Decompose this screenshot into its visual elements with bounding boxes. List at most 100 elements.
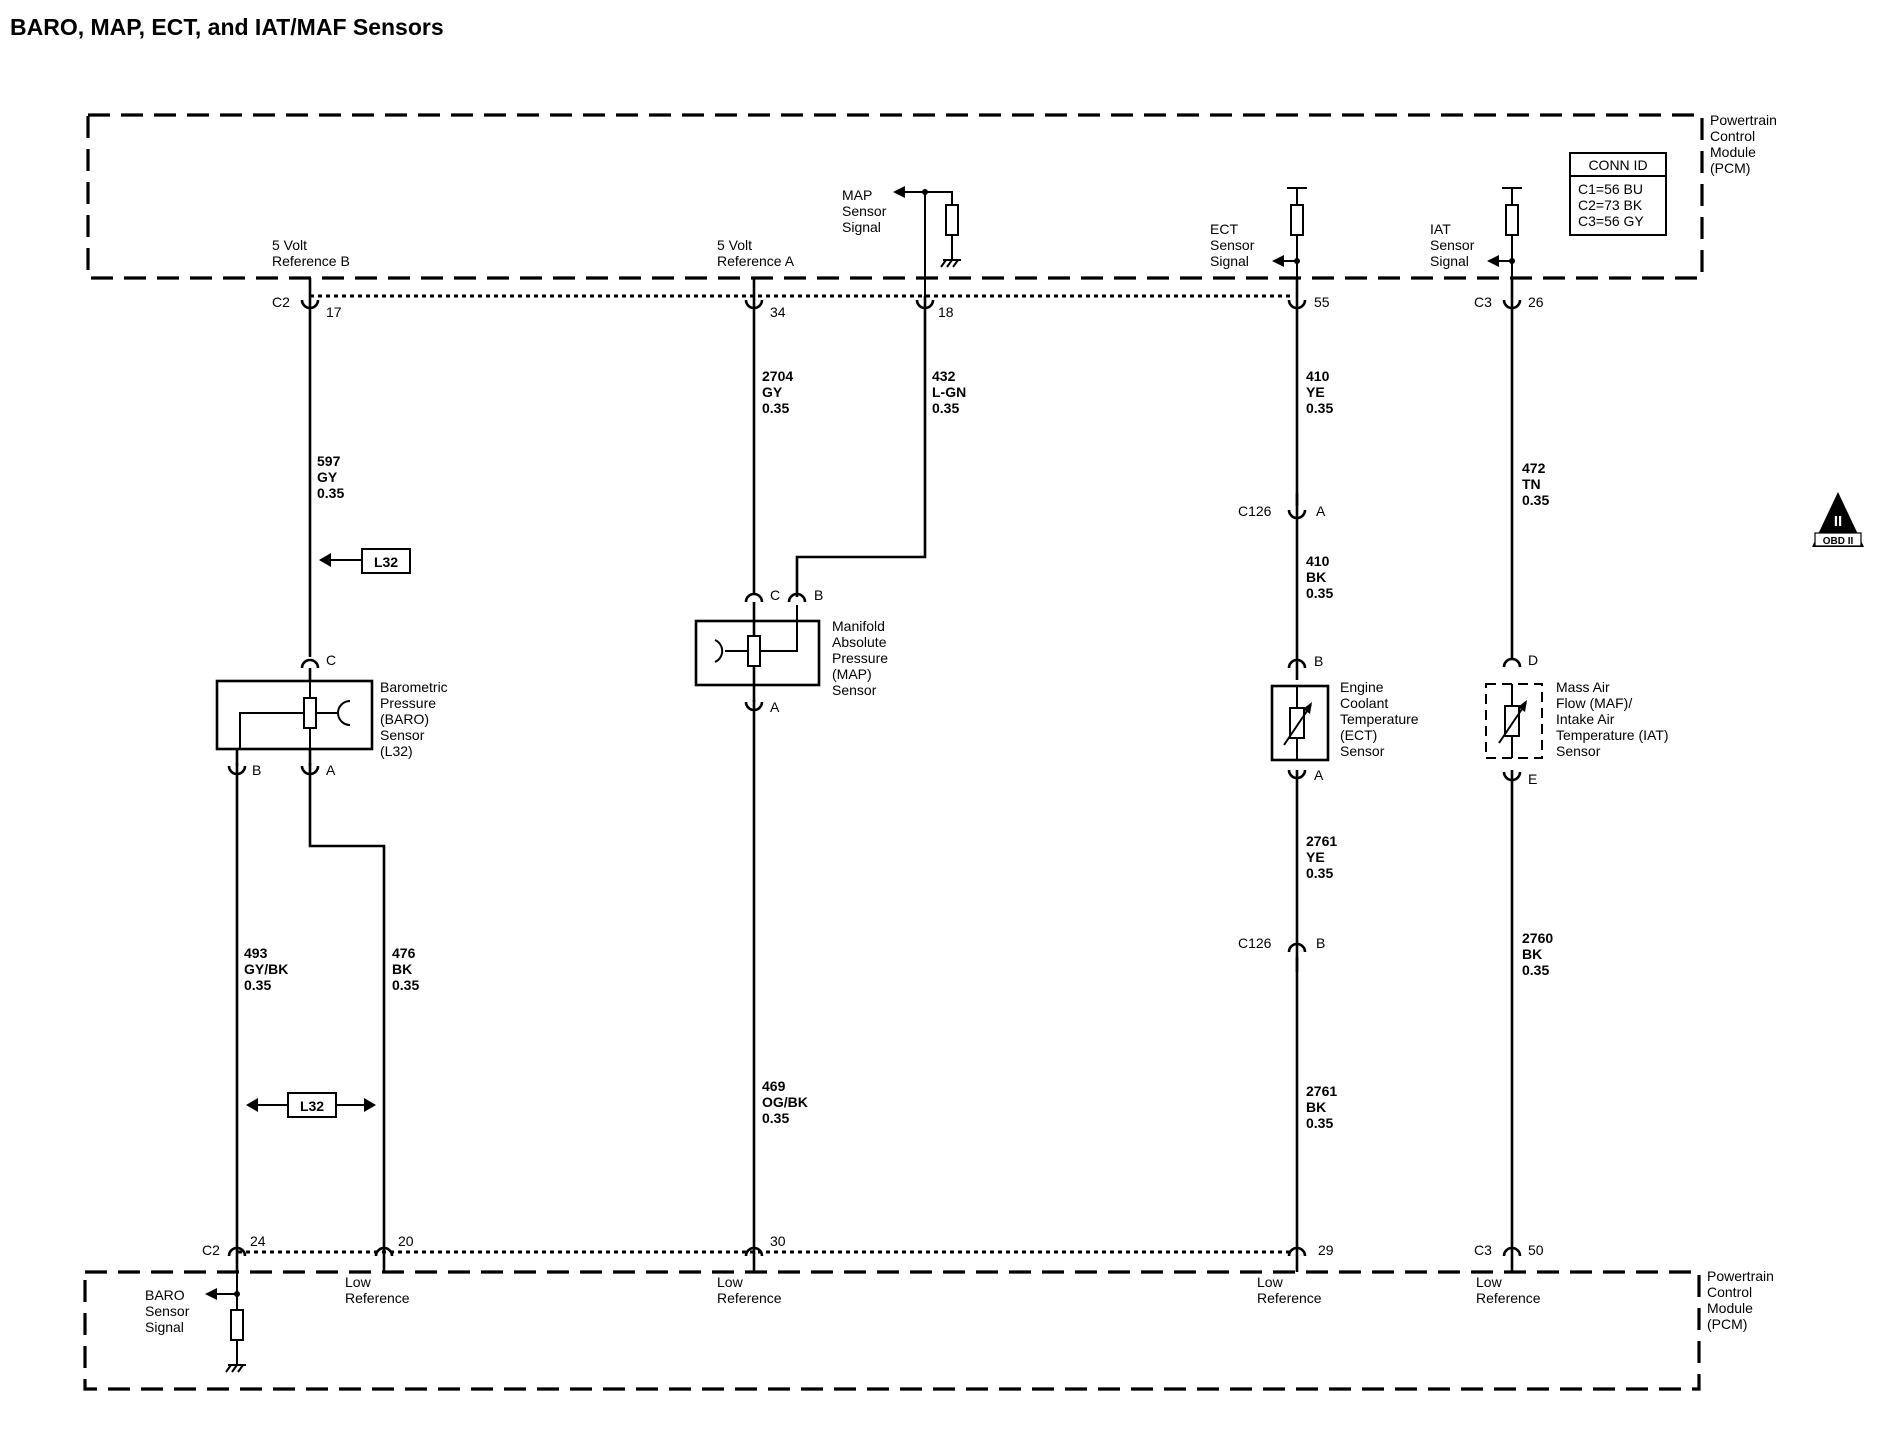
signal-label-map: MAP Sensor Signal	[842, 187, 887, 235]
svg-text:OG/BK: OG/BK	[762, 1094, 808, 1110]
svg-text:476: 476	[392, 945, 416, 961]
sensor-pin-label: E	[1528, 771, 1537, 787]
svg-text:Reference A: Reference A	[717, 253, 795, 269]
svg-text:Flow (MAF)/: Flow (MAF)/	[1556, 695, 1632, 711]
svg-text:C126: C126	[1238, 935, 1272, 951]
svg-text:0.35: 0.35	[932, 400, 959, 416]
svg-text:0.35: 0.35	[1522, 962, 1549, 978]
svg-text:Reference: Reference	[1476, 1290, 1541, 1306]
svg-text:5 Volt: 5 Volt	[272, 237, 307, 253]
wire-label-2704: 2704 GY 0.35	[762, 368, 793, 416]
wire-label-410-bk: 410 BK 0.35	[1306, 553, 1333, 601]
pcm-top-label: Powertrain Control Module (PCM)	[1710, 112, 1777, 176]
svg-text:TN: TN	[1522, 476, 1541, 492]
svg-text:Temperature (IAT): Temperature (IAT)	[1556, 727, 1669, 743]
wire-label-597: 597 GY 0.35	[317, 453, 344, 501]
svg-text:Module: Module	[1707, 1300, 1753, 1316]
wire-label-493: 493 GY/BK 0.35	[244, 945, 288, 993]
svg-text:0.35: 0.35	[317, 485, 344, 501]
svg-text:Signal: Signal	[842, 219, 881, 235]
svg-text:Sensor: Sensor	[1556, 743, 1601, 759]
svg-text:Intake Air: Intake Air	[1556, 711, 1615, 727]
iat-signal-internal-circuit	[1487, 187, 1522, 296]
map-signal-internal-circuit	[893, 186, 961, 296]
c126-b-label: C126 B	[1238, 935, 1325, 951]
svg-text:Reference: Reference	[1257, 1290, 1322, 1306]
svg-text:Pressure: Pressure	[832, 650, 888, 666]
svg-text:0.35: 0.35	[1306, 1115, 1333, 1131]
svg-text:2761: 2761	[1306, 1083, 1337, 1099]
wire-label-2761-bk: 2761 BK 0.35	[1306, 1083, 1337, 1131]
svg-text:C126: C126	[1238, 503, 1272, 519]
sensor-pin-label: A	[1314, 767, 1324, 783]
svg-text:0.35: 0.35	[1522, 492, 1549, 508]
svg-text:Engine: Engine	[1340, 679, 1384, 695]
conn-id-box: CONN ID C1=56 BU C2=73 BK C3=56 GY	[1569, 152, 1667, 236]
sensor-pin-label: A	[326, 762, 336, 778]
wire-label-410-ye: 410 YE 0.35	[1306, 368, 1333, 416]
wire-label-2760: 2760 BK 0.35	[1522, 930, 1553, 978]
svg-text:410: 410	[1306, 553, 1330, 569]
pin-label: 18	[938, 304, 954, 320]
svg-text:(BARO): (BARO)	[380, 711, 429, 727]
svg-text:Control: Control	[1710, 128, 1755, 144]
l32-option-tag-bottom: L32	[246, 1092, 376, 1118]
sensor-pin-label: C	[770, 587, 780, 603]
wire-label-2761-ye: 2761 YE 0.35	[1306, 833, 1337, 881]
svg-text:Sensor: Sensor	[1210, 237, 1255, 253]
svg-text:A: A	[1316, 503, 1326, 519]
conn-id-header: CONN ID	[1588, 157, 1647, 173]
ect-signal-internal-circuit	[1272, 187, 1307, 296]
pin-label: 20	[398, 1233, 414, 1249]
sensor-pin-label: A	[770, 699, 780, 715]
svg-text:L32: L32	[300, 1098, 324, 1114]
pin-label: C3	[1474, 294, 1492, 310]
svg-text:0.35: 0.35	[244, 977, 271, 993]
svg-text:5 Volt: 5 Volt	[717, 237, 752, 253]
sensor-pin-label: B	[252, 762, 261, 778]
ect-sensor	[1270, 684, 1330, 762]
svg-text:Sensor: Sensor	[1430, 237, 1475, 253]
svg-text:Temperature: Temperature	[1340, 711, 1419, 727]
svg-text:0.35: 0.35	[1306, 585, 1333, 601]
svg-text:(PCM): (PCM)	[1707, 1316, 1747, 1332]
svg-text:(ECT): (ECT)	[1340, 727, 1377, 743]
svg-text:Low: Low	[1476, 1274, 1503, 1290]
svg-text:GY: GY	[762, 384, 783, 400]
svg-text:GY: GY	[317, 469, 338, 485]
signal-label-ref-a: 5 Volt Reference A	[717, 237, 795, 269]
pcm-bottom-label: Powertrain Control Module (PCM)	[1707, 1268, 1774, 1332]
svg-text:Sensor: Sensor	[145, 1303, 190, 1319]
maf-iat-sensor	[1485, 683, 1543, 759]
signal-label-iat: IAT Sensor Signal	[1430, 221, 1475, 269]
conn-id-line: C3=56 GY	[1578, 213, 1644, 229]
low-ref-label-50: Low Reference	[1476, 1274, 1541, 1306]
svg-text:BK: BK	[1306, 1099, 1326, 1115]
svg-text:Barometric: Barometric	[380, 679, 448, 695]
svg-text:BK: BK	[392, 961, 412, 977]
pcm-top-box	[86, 113, 1704, 280]
sensor-pin-label: D	[1528, 652, 1538, 668]
svg-text:II: II	[1834, 513, 1842, 530]
svg-text:Low: Low	[345, 1274, 372, 1290]
svg-text:Signal: Signal	[1430, 253, 1469, 269]
pin-label: C3	[1474, 1242, 1492, 1258]
pin-label: C2	[202, 1242, 220, 1258]
svg-text:Sensor: Sensor	[842, 203, 887, 219]
svg-text:2760: 2760	[1522, 930, 1553, 946]
sensor-pin-label: B	[1314, 653, 1323, 669]
svg-text:IAT: IAT	[1430, 221, 1451, 237]
svg-text:597: 597	[317, 453, 341, 469]
wire-label-476: 476 BK 0.35	[392, 945, 419, 993]
svg-text:0.35: 0.35	[762, 1110, 789, 1126]
pin-label: 17	[326, 304, 342, 320]
sensor-pin-label: C	[326, 652, 336, 668]
svg-text:Absolute: Absolute	[832, 634, 887, 650]
pin-label: C2	[272, 294, 290, 310]
svg-text:Manifold: Manifold	[832, 618, 885, 634]
map-sensor	[694, 602, 821, 702]
pin-label: 34	[770, 304, 786, 320]
svg-text:Powertrain: Powertrain	[1710, 112, 1777, 128]
svg-text:0.35: 0.35	[1306, 865, 1333, 881]
